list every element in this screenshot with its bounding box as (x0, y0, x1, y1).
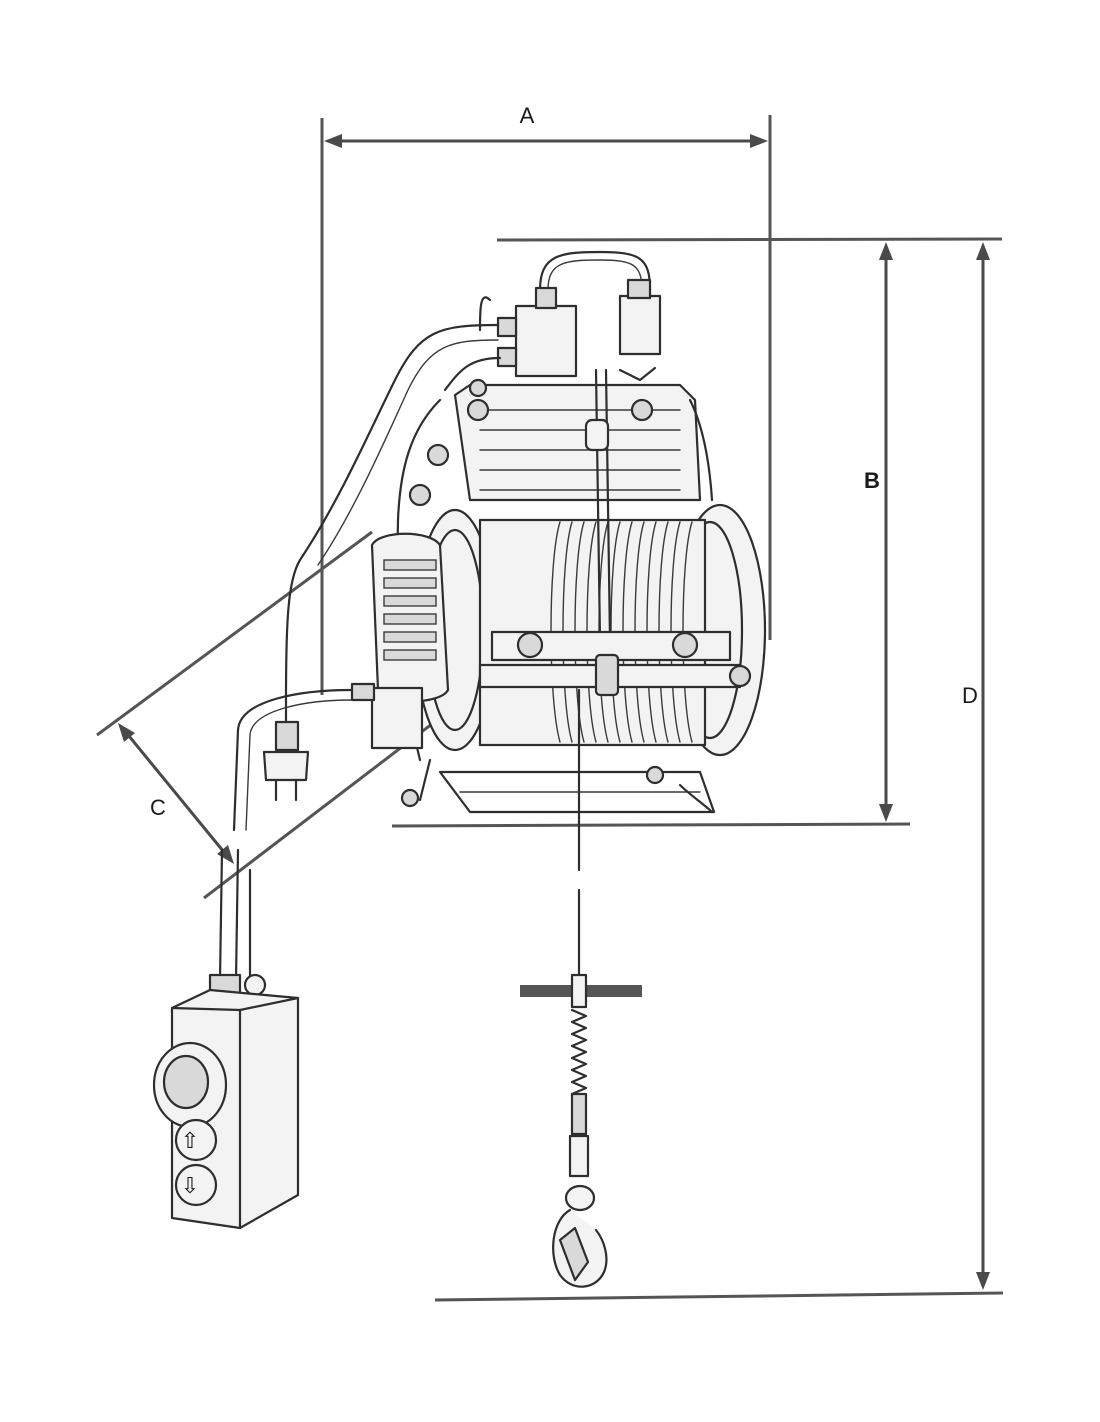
hook-swivel-eye (564, 1184, 596, 1212)
rope-wrap-10 (658, 521, 669, 743)
rope-wrap-7 (622, 521, 633, 743)
up-arrow-icon: ⇧ (181, 1128, 199, 1153)
base-support-left (418, 758, 432, 802)
pendant-control: ⇧ ⇩ (152, 973, 300, 1230)
frame-bolt-5 (468, 378, 488, 398)
motor-cable-gland (350, 682, 376, 702)
rope-thimble (570, 1092, 588, 1136)
guard-bar-bolt-left (516, 631, 544, 659)
control-box-connector-lower (496, 346, 518, 368)
pendant-cable-upper (232, 688, 354, 832)
motor-fins (383, 559, 437, 661)
top-cable-loop (538, 250, 652, 292)
down-arrow-icon: ⇩ (181, 1173, 199, 1198)
limit-switch-lever (618, 366, 657, 382)
limit-switch-box (618, 294, 662, 356)
control-box (514, 304, 578, 378)
axle-collar (594, 653, 620, 697)
dimension-c: C (96, 530, 501, 900)
guard-bar (490, 630, 732, 662)
dimension-d-arrow-top (976, 242, 990, 260)
guard-bar-bolt-right (671, 631, 699, 659)
base-rail-frame (438, 770, 716, 814)
rope-stopper-sleeve (570, 973, 588, 1009)
control-box-connector-upper (496, 316, 518, 338)
up-button[interactable] (174, 1118, 218, 1162)
wire-rope-and-hook (520, 688, 642, 1288)
dimension-d: D (434, 242, 1004, 1302)
rope-wrap-2 (562, 521, 573, 743)
control-box-gland (534, 286, 558, 310)
dimension-b-arrow-top (879, 242, 893, 260)
base-support-right (678, 783, 714, 814)
rope-wrap-1 (550, 521, 561, 743)
rope-wrap-12 (682, 521, 693, 743)
rope-wrap-8 (634, 521, 645, 743)
limit-rod-clamp (584, 418, 610, 452)
motor-fin-2 (383, 577, 437, 589)
down-button[interactable] (174, 1163, 218, 1207)
base-bolt-right (645, 765, 665, 785)
hoist-body (218, 250, 767, 982)
dimension-a-arrow-left (324, 134, 342, 148)
frame-bolt-1 (466, 398, 490, 422)
power-plug (262, 750, 310, 782)
dimension-c-arrow-bottom (217, 845, 234, 864)
plug-strain-relief (274, 720, 300, 752)
emergency-stop-cap[interactable] (162, 1054, 210, 1110)
frame-top (453, 383, 702, 502)
hook-safety-latch (558, 1226, 590, 1282)
motor-fin-5 (383, 631, 437, 643)
rope-wrap-9 (646, 521, 657, 743)
rope-wrap-4 (586, 521, 597, 743)
motor-fin-4 (383, 613, 437, 625)
dimension-b: B (391, 237, 1003, 828)
cable-clamp (478, 296, 492, 332)
dimension-b-label: B (864, 468, 880, 493)
frame-bolt-2 (630, 398, 654, 422)
dimension-c-arrow-top (118, 723, 135, 742)
limit-switch-gland (626, 278, 652, 300)
power-cable-run (284, 323, 500, 702)
motor-fin-3 (383, 595, 437, 607)
pendant-cable-run (443, 356, 502, 392)
rope-spring (570, 1008, 588, 1096)
motor-fin-6 (383, 649, 437, 661)
dimension-a-arrow-right (750, 134, 768, 148)
power-cable-run-inner (317, 339, 499, 566)
dimension-a-label: A (520, 103, 535, 128)
pendant-housing-top-edge (170, 996, 300, 1012)
dimension-b-bottom-extension (391, 822, 911, 828)
limit-rod-left (594, 368, 602, 642)
dimension-d-bottom-extension (434, 1291, 1004, 1302)
motor-fin-1 (383, 559, 437, 571)
dimension-d-arrow-bottom (976, 1272, 990, 1290)
limit-rod-right (604, 368, 612, 642)
dimension-top-extension (496, 237, 1003, 242)
frame-bolt-3 (426, 443, 450, 467)
pendant-cable-upper-inner (245, 699, 353, 831)
pendant-cable-right (234, 848, 240, 982)
rope-ferrule (568, 1134, 590, 1178)
axle-end-nut (728, 664, 752, 688)
pendant-cable-left (218, 848, 224, 982)
dimension-b-arrow-bottom (879, 804, 893, 822)
base-bolt-left (400, 788, 420, 808)
rope-wrap-3 (574, 521, 585, 743)
dimension-c-line (122, 728, 230, 859)
dimension-a: A (320, 103, 772, 695)
rope-wrap-6 (610, 521, 621, 743)
pendant-strain-ring (243, 973, 267, 997)
dimension-c-label: C (150, 795, 166, 820)
dimension-c-upper-extension (96, 530, 373, 737)
rope-wrap-11 (670, 521, 681, 743)
right-side-plate (688, 398, 714, 502)
dimension-d-label: D (962, 683, 978, 708)
motor-terminal-box (370, 686, 424, 750)
frame-bolt-4 (408, 483, 432, 507)
top-cable-loop-inner (547, 259, 643, 291)
